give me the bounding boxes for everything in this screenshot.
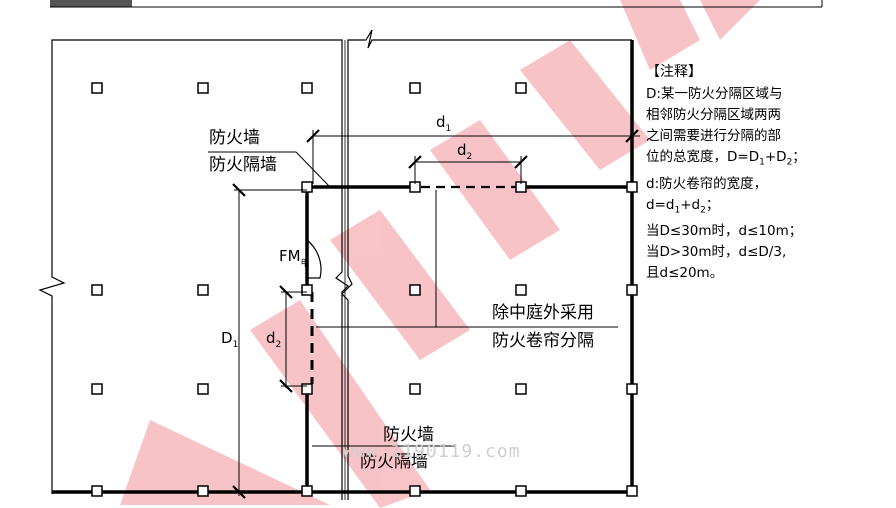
watermark-stroke-2 bbox=[330, 210, 470, 360]
left-building-outline bbox=[38, 39, 349, 500]
column bbox=[197, 284, 209, 296]
column bbox=[91, 485, 103, 497]
dim-vd2-tick-bottom bbox=[279, 379, 293, 393]
notes-line: 当D>30m时，d≤D/3, bbox=[646, 244, 787, 261]
label-shutter-line1: 除中庭外采用 bbox=[492, 303, 594, 323]
column bbox=[409, 485, 421, 497]
column bbox=[197, 383, 209, 395]
dim-d2-tick-left bbox=[408, 155, 422, 169]
fire-door-swing-arc bbox=[306, 239, 322, 279]
column bbox=[91, 284, 103, 296]
notes-subscript: 1 bbox=[674, 205, 681, 216]
notes-text: ； bbox=[792, 149, 806, 165]
label-vd2-main: d bbox=[266, 329, 276, 347]
dimension-lines bbox=[232, 129, 640, 499]
column bbox=[626, 181, 638, 193]
dim-d1-tick-left bbox=[306, 129, 320, 143]
column bbox=[409, 284, 421, 296]
watermark-url: www.1190119.com bbox=[343, 441, 521, 462]
right-building-outline bbox=[341, 29, 632, 500]
header-band bbox=[50, 0, 823, 8]
notes-text: 位的总宽度，D=D bbox=[646, 149, 760, 165]
notes-line: d:防火卷帘的宽度， bbox=[646, 175, 768, 192]
fire-shutters bbox=[310, 185, 516, 384]
watermark-stroke-4 bbox=[520, 40, 650, 170]
column bbox=[626, 383, 638, 395]
notes-subscript: 2 bbox=[700, 205, 706, 216]
building-outline bbox=[38, 29, 632, 500]
column bbox=[91, 82, 103, 94]
label-D1-main: D bbox=[221, 329, 233, 347]
notes-text: +d bbox=[680, 196, 701, 213]
notes-line: 之间需要进行分隔的部 bbox=[646, 128, 781, 144]
column bbox=[301, 181, 313, 193]
watermark-stroke-6 bbox=[700, 0, 760, 40]
column bbox=[91, 383, 103, 395]
dim-d2-tick-right bbox=[514, 155, 528, 169]
label-fire-partition-top: 防火隔墙 bbox=[209, 155, 277, 175]
watermark-stroke-1 bbox=[250, 300, 430, 508]
label-fire-partition-bottom: 防火隔墙 bbox=[360, 452, 428, 472]
label-fire-wall-top: 防火墙 bbox=[209, 128, 260, 148]
label-D1: D1 bbox=[221, 329, 238, 350]
leader-lines bbox=[208, 151, 618, 447]
notes-text: d=d bbox=[646, 196, 675, 213]
column bbox=[301, 284, 313, 296]
notes-line-formula-d: d=d1+d2； bbox=[646, 195, 846, 222]
column bbox=[515, 485, 527, 497]
column bbox=[301, 383, 313, 395]
label-fire-wall-bottom: 防火墙 bbox=[383, 425, 434, 445]
label-d1-main: d bbox=[436, 113, 446, 131]
notes-heading: 【注释】 bbox=[646, 64, 702, 80]
watermark-stroke-5 bbox=[620, 0, 700, 70]
column bbox=[626, 284, 638, 296]
notes-text: +D bbox=[764, 149, 787, 165]
column bbox=[197, 82, 209, 94]
label-d2: d2 bbox=[457, 141, 472, 162]
label-fm-main: FM bbox=[279, 247, 301, 265]
label-shutter-line2: 防火卷帘分隔 bbox=[492, 331, 594, 351]
label-vd2-sub: 2 bbox=[276, 340, 282, 350]
label-fm: FM甲 bbox=[279, 247, 310, 269]
fire-door bbox=[306, 238, 322, 279]
notes-line: 当D≤30m时，d≤10m； bbox=[646, 223, 803, 240]
notes-line: 相邻防火分隔区域两两 bbox=[646, 107, 781, 123]
watermark-logo bbox=[120, 0, 760, 508]
notes-subscript: 1 bbox=[759, 157, 765, 168]
column bbox=[515, 284, 527, 296]
watermark-swoosh bbox=[120, 420, 330, 505]
column bbox=[301, 485, 313, 497]
column bbox=[626, 485, 638, 497]
header-dark-cell bbox=[50, 0, 132, 7]
dim-d1-tick-right bbox=[625, 129, 639, 143]
notes-line: 且d≤20m。 bbox=[646, 265, 724, 282]
notes-subscript: 2 bbox=[786, 157, 793, 168]
column bbox=[515, 383, 527, 395]
watermark-stroke-3 bbox=[430, 120, 560, 260]
dim-D1-tick-bottom bbox=[232, 485, 246, 499]
leader-fire-wall-top bbox=[208, 151, 331, 188]
label-d1: d1 bbox=[436, 113, 451, 134]
column bbox=[197, 485, 209, 497]
label-fm-sub: 甲 bbox=[301, 258, 310, 269]
notes-line-formula-D: 位的总宽度，D=D1+D2； bbox=[646, 147, 846, 174]
label-D1-sub: 1 bbox=[233, 340, 239, 350]
dim-vd2-tick-top bbox=[279, 285, 293, 299]
notes-line: D:某一防火分隔区域与 bbox=[646, 86, 783, 102]
column bbox=[515, 82, 527, 94]
columns bbox=[91, 82, 638, 497]
notes-panel: 【注释】 D:某一防火分隔区域与 相邻防火分隔区域两两 之间需要进行分隔的部 位… bbox=[646, 62, 846, 284]
label-vd2: d2 bbox=[266, 329, 281, 350]
label-d1-sub: 1 bbox=[446, 124, 452, 134]
label-d2-main: d bbox=[457, 141, 467, 159]
notes-text: ； bbox=[705, 196, 720, 213]
column bbox=[409, 82, 421, 94]
label-d2-sub: 2 bbox=[467, 152, 473, 162]
dim-D1-tick-top bbox=[232, 183, 246, 197]
column bbox=[409, 383, 421, 395]
column bbox=[301, 82, 313, 94]
